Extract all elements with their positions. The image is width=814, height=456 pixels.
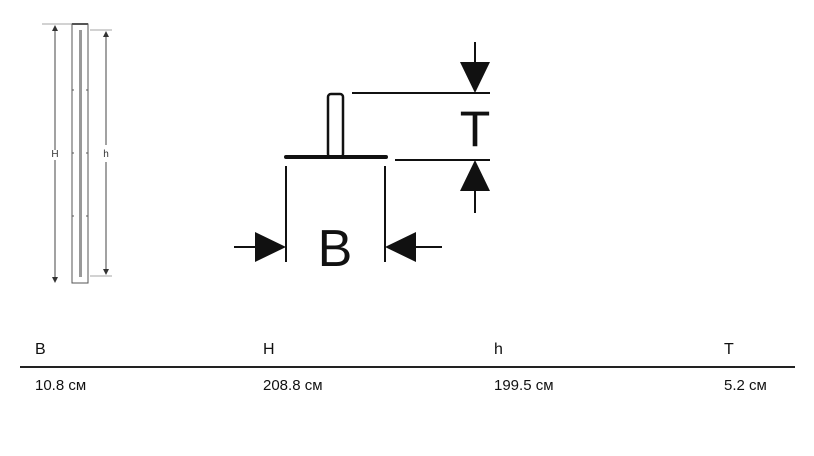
profile-stem — [326, 92, 345, 159]
table-divider — [20, 366, 795, 368]
T-label: T — [460, 101, 491, 157]
B-arrow-left — [255, 232, 286, 262]
value-H: 208.8 см — [263, 377, 323, 394]
header-H: H — [263, 341, 275, 358]
profile-core — [79, 30, 82, 277]
T-arrow-bottom — [460, 160, 490, 191]
value-T: 5.2 см — [724, 377, 767, 394]
B-arrow-right — [385, 232, 416, 262]
header-T: T — [724, 341, 734, 358]
header-h: h — [494, 341, 503, 358]
B-label: B — [318, 220, 353, 278]
H-label: H — [51, 149, 58, 160]
cross-section — [234, 42, 490, 262]
T-arrow-top — [460, 62, 490, 93]
value-h: 199.5 см — [494, 377, 554, 394]
side-view: H h — [42, 23, 112, 284]
header-B: B — [35, 341, 46, 358]
h-label: h — [103, 149, 109, 160]
value-B: 10.8 см — [35, 377, 87, 394]
